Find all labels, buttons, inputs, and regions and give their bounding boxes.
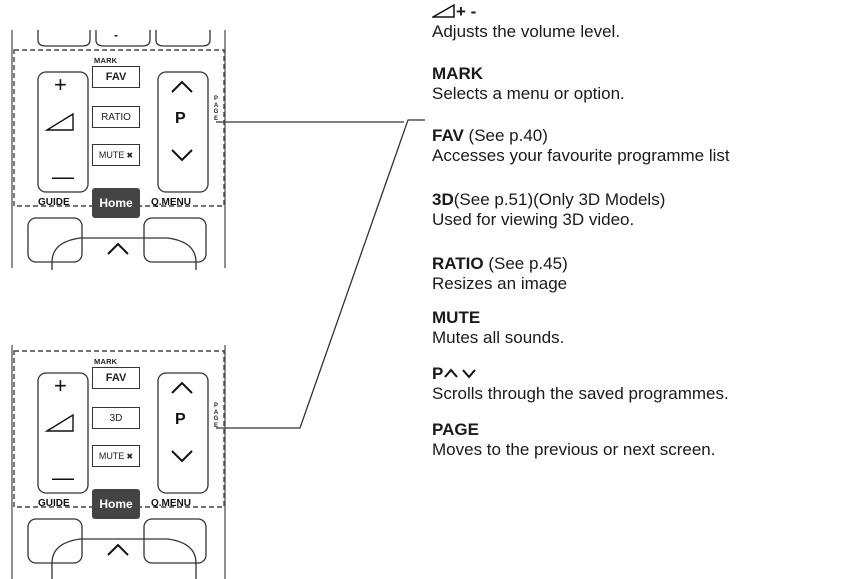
p-label: P [175,411,186,428]
3d-button[interactable]: 3D [92,407,140,429]
desc-title: PAGE [432,420,479,439]
fav-button[interactable]: FAV [92,367,140,389]
desc-mark: MARK Selects a menu or option. [432,64,625,104]
desc-volume: + - Adjusts the volume level. [430,2,621,42]
home-button[interactable]: Home [92,489,140,519]
desc-fav: FAV (See p.40) Accesses your favourite p… [432,126,730,166]
speaker-mute-icon: ✖ [126,150,134,160]
p-label: P [175,110,186,127]
desc-text: Moves to the previous or next screen. [432,440,716,459]
desc-title: MUTE [432,308,481,327]
qmenu-button[interactable]: Q.MENU [151,498,191,509]
desc-ref: (See p.40) [463,126,548,145]
desc-title: MARK [432,64,483,83]
up-button-label: - [114,28,118,42]
mute-label: MUTE [98,150,125,160]
desc-title: FAV [432,126,464,145]
guide-button[interactable]: GUIDE [38,498,70,509]
minus-icon: — [52,465,74,490]
volume-icon [430,3,456,18]
plus-icon: + [54,72,67,97]
desc-text: Scrolls through the saved programmes. [432,384,729,403]
fav-button[interactable]: FAV [92,66,140,88]
desc-3d: 3D(See p.51)(Only 3D Models) Used for vi… [432,190,665,230]
qmenu-button[interactable]: Q.MENU [151,197,191,208]
desc-text: Resizes an image [432,274,568,293]
chevron-up-down-icon [443,365,483,379]
desc-p: P Scrolls through the saved programmes. [432,364,729,404]
speaker-mute-icon: ✖ [126,451,134,461]
mute-button[interactable]: MUTE ✖ [92,144,140,166]
desc-ratio: RATIO (See p.45) Resizes an image [432,254,568,294]
plus-icon: + [54,373,67,398]
desc-text: Mutes all sounds. [432,328,565,347]
mute-button[interactable]: MUTE ✖ [92,445,140,467]
desc-ref: (See p.51)(Only 3D Models) [453,190,666,209]
desc-mute: MUTE Mutes all sounds. [432,308,564,348]
minus-icon: — [52,164,74,189]
home-button[interactable]: Home [92,188,140,218]
mute-label: MUTE [98,451,125,461]
desc-page: PAGE Moves to the previous or next scree… [432,420,715,460]
desc-text: Selects a menu or option. [432,84,625,103]
guide-button[interactable]: GUIDE [38,197,70,208]
ratio-button[interactable]: RATIO [92,106,140,128]
desc-text: Adjusts the volume level. [432,22,621,41]
desc-title: RATIO [432,254,484,273]
mark-label: MARK [94,357,118,366]
mark-label: MARK [94,56,118,65]
desc-text: Accesses your favourite programme list [432,146,730,165]
desc-ref: (See p.45) [483,254,568,273]
desc-text: Used for viewing 3D video. [432,210,635,229]
desc-title: + - [456,2,477,21]
desc-title: P [432,364,444,383]
desc-title: 3D [432,190,454,209]
